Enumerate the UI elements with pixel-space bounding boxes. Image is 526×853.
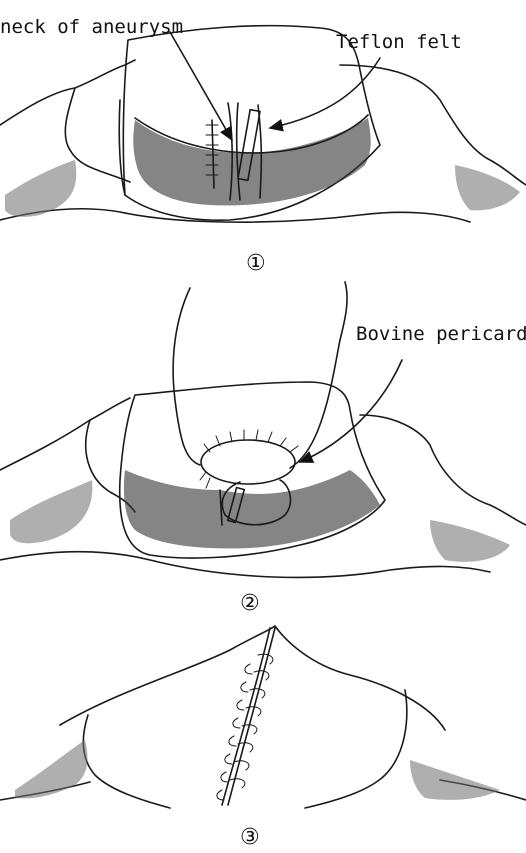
label-neck-of-aneurysm: neck of aneurysm bbox=[0, 16, 183, 38]
step-number-1: ① bbox=[246, 251, 266, 276]
suture-thread-left bbox=[173, 288, 200, 465]
arrow-teflon bbox=[270, 58, 380, 128]
step-number-3: ③ bbox=[240, 825, 260, 850]
arrow-neck bbox=[170, 32, 232, 140]
step-number-2: ② bbox=[240, 591, 260, 616]
panel-3: ③ bbox=[0, 626, 526, 850]
aneurysm-sac-1 bbox=[133, 118, 370, 205]
body-contour-2 bbox=[0, 398, 130, 470]
panel-2: Bovine pericardium ② bbox=[0, 282, 526, 616]
closure-suture-line bbox=[217, 628, 275, 805]
aneurysm-sac-2 bbox=[124, 470, 380, 548]
arrow-pericardium bbox=[300, 360, 402, 462]
label-bovine-pericardium: Bovine pericardium bbox=[356, 323, 526, 345]
panel-1: neck of aneurysm Teflon felt ① bbox=[0, 16, 526, 276]
label-teflon-felt: Teflon felt bbox=[336, 31, 462, 53]
